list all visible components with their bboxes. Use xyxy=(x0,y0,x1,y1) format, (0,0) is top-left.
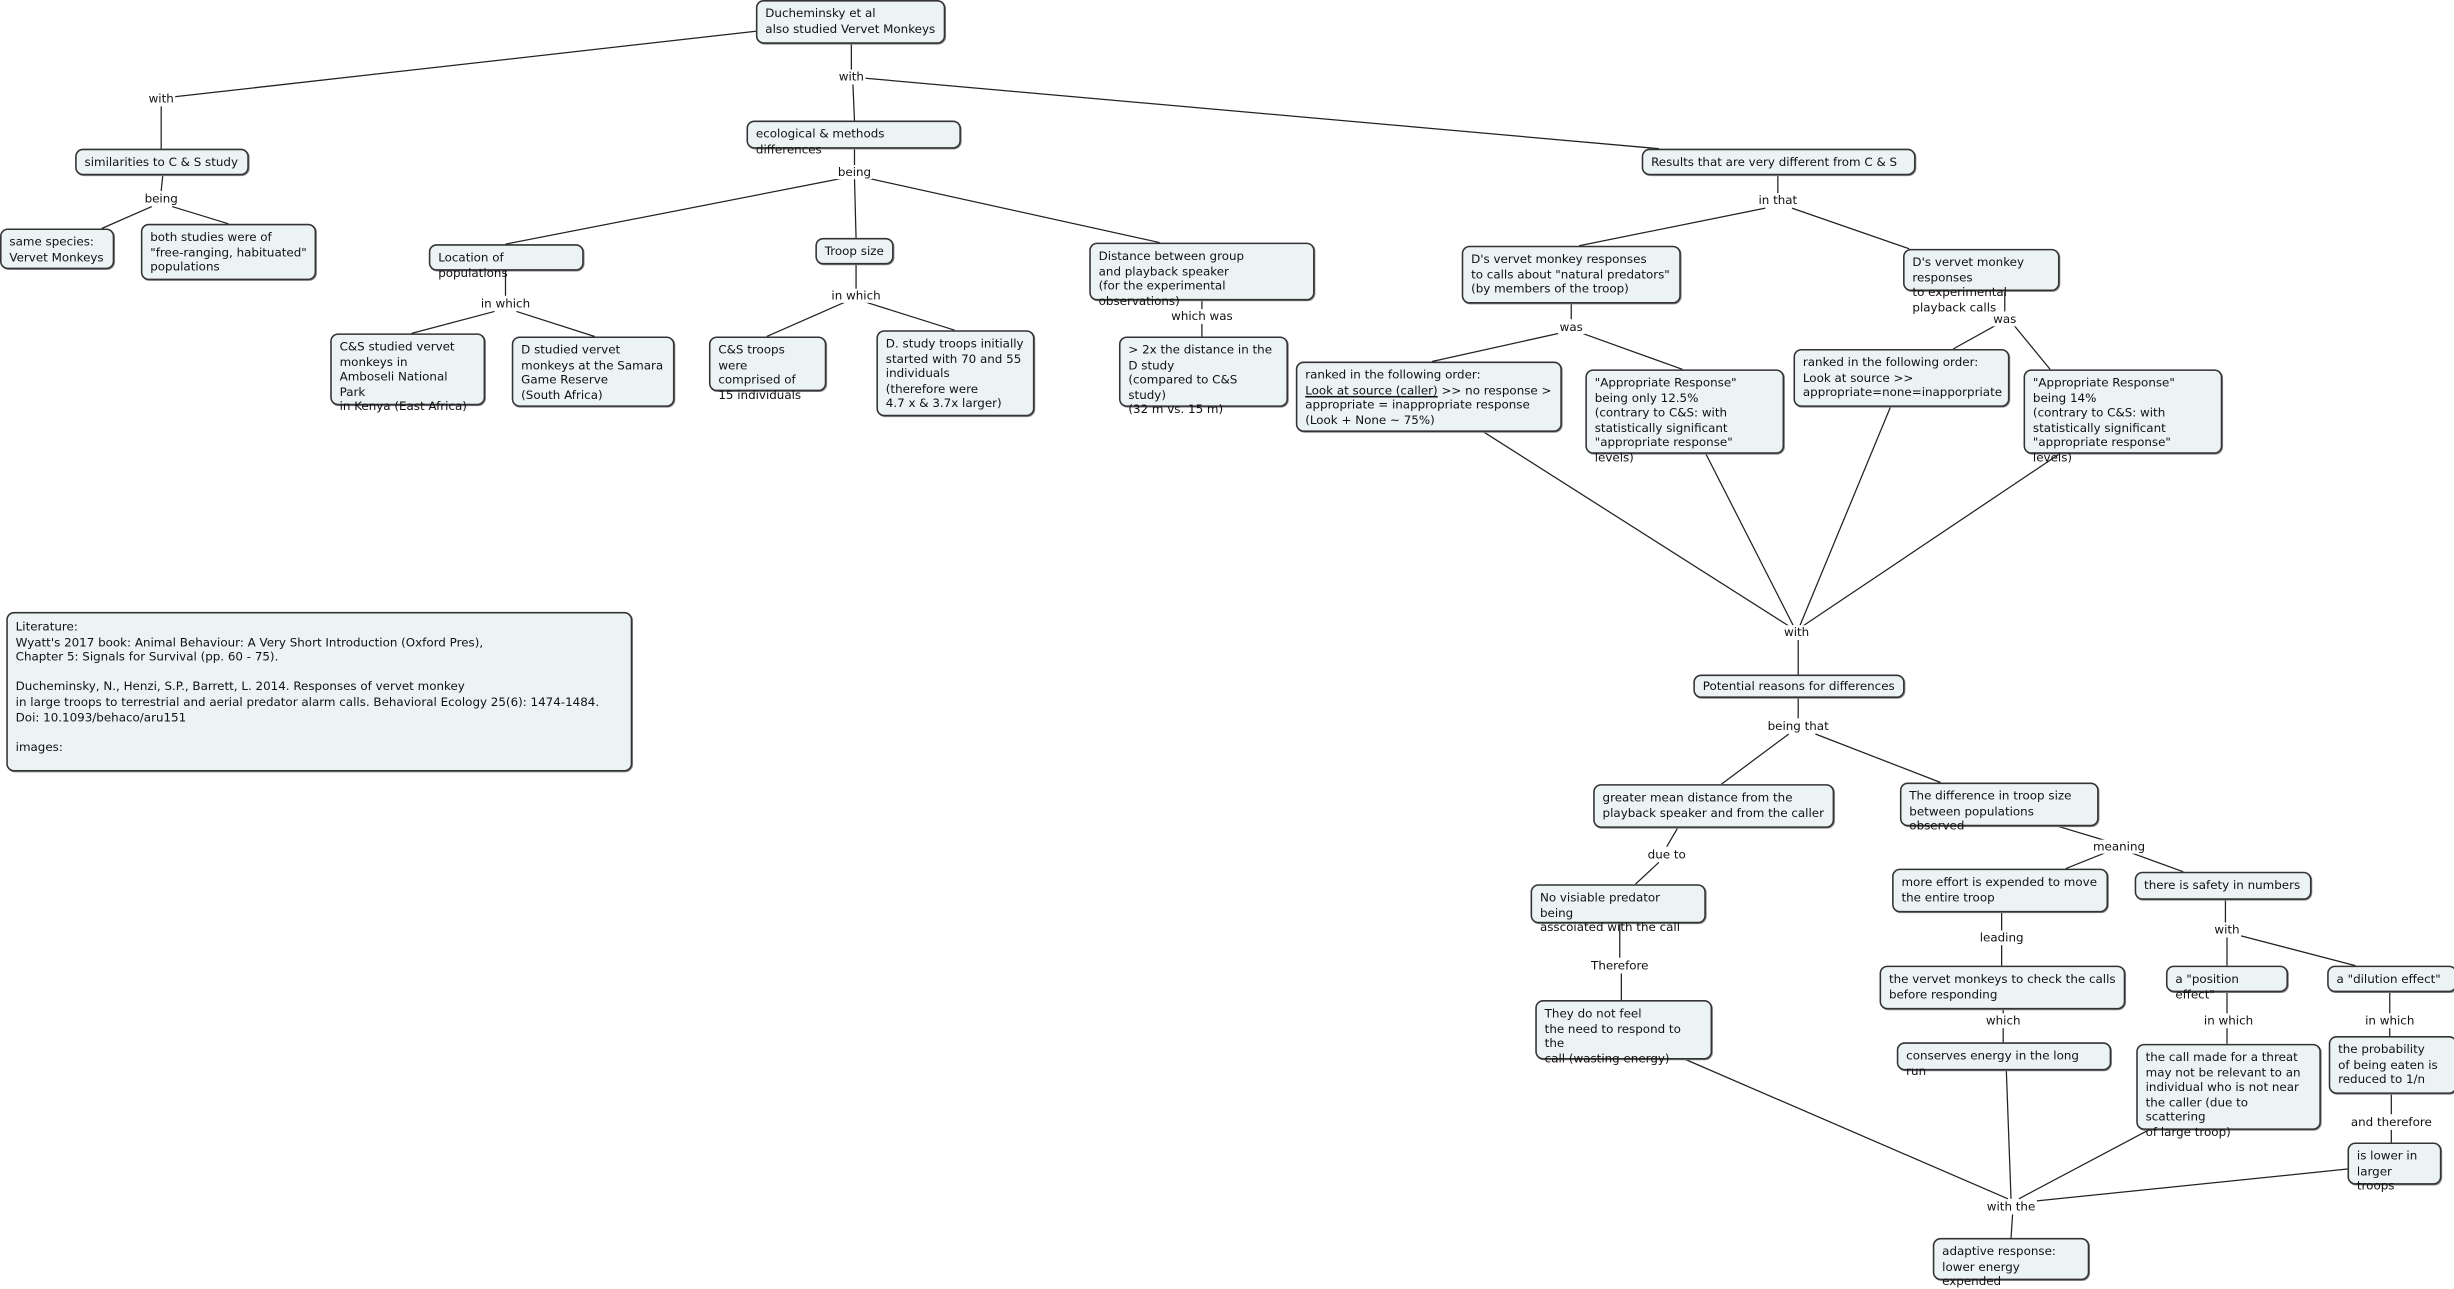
link-label: being that xyxy=(1766,719,1831,734)
node-no-need[interactable]: They do not feel the need to respond to … xyxy=(1535,1000,1713,1065)
node-cs-troops[interactable]: C&S troops were comprised of 15 individu… xyxy=(708,336,827,402)
node-safety[interactable]: there is safety in numbers xyxy=(2134,871,2312,900)
link-label: in which xyxy=(2202,1013,2255,1028)
link-label: and therefore xyxy=(2349,1115,2434,1130)
node-adaptive[interactable]: adaptive response: lower energy expended xyxy=(1932,1237,2090,1288)
ranked-rest: >> no response > appropriate = inappropr… xyxy=(1305,382,1552,427)
node-same-species[interactable]: same species: Vervet Monkeys xyxy=(0,228,115,270)
link-label: with xyxy=(837,69,866,84)
node-d-natural[interactable]: D's vervet monkey responses to calls abo… xyxy=(1461,245,1681,304)
link-label: was xyxy=(1558,320,1585,335)
node-both-studies[interactable]: both studies were of "free-ranging, habi… xyxy=(140,223,317,281)
link-label: meaning xyxy=(2091,839,2147,854)
link-label: with xyxy=(2212,922,2242,937)
node-similarities[interactable]: similarities to C & S study xyxy=(75,148,249,176)
node-d-playback[interactable]: D's vervet monkey responses to experimen… xyxy=(1903,248,2060,314)
link-label: in which xyxy=(2363,1013,2416,1028)
node-location[interactable]: Location of populations xyxy=(428,244,584,279)
node-check-calls[interactable]: the vervet monkeys to check the calls be… xyxy=(1879,965,2126,1010)
node-greater-distance[interactable]: greater mean distance from the playback … xyxy=(1593,784,1835,828)
node-distance[interactable]: Distance between group and playback spea… xyxy=(1089,242,1315,308)
node-eco-differences[interactable]: ecological & methods differences xyxy=(746,120,961,156)
node-ranked-playback[interactable]: ranked in the following order: Look at s… xyxy=(1793,348,2010,407)
node-more-effort[interactable]: more effort is expended to move the enti… xyxy=(1892,868,2109,913)
link-label: due to xyxy=(1646,847,1688,862)
link-label: with xyxy=(147,91,176,106)
node-ranked-natural[interactable]: ranked in the following order: Look at s… xyxy=(1295,361,1562,432)
node-call-made[interactable]: the call made for a threat may not be re… xyxy=(2136,1043,2321,1139)
link-label: was xyxy=(1991,312,2018,327)
link-label: which was xyxy=(1169,309,1235,324)
node-root[interactable]: Ducheminsky et al also studied Vervet Mo… xyxy=(755,0,946,44)
node-potential[interactable]: Potential reasons for differences xyxy=(1693,674,1905,698)
ranked-line1: ranked in the following order: xyxy=(1305,367,1481,382)
node-d-studied[interactable]: D studied vervet monkeys at the Samara G… xyxy=(511,336,675,407)
link-label: in which xyxy=(479,296,532,311)
node-d-troops[interactable]: D. study troops initially started with 7… xyxy=(876,330,1035,417)
link-label: with xyxy=(1782,625,1811,640)
node-troop-difference[interactable]: The difference in troop size between pop… xyxy=(1899,782,2099,833)
link-label: being xyxy=(836,165,873,180)
node-dilution-effect[interactable]: a "dilution effect" xyxy=(2327,965,2454,993)
node-position-effect[interactable]: a "position effect" xyxy=(2165,965,2289,1001)
literature-box[interactable]: Literature: Wyatt's 2017 book: Animal Be… xyxy=(6,611,633,772)
node-lower[interactable]: is lower in larger troops xyxy=(2347,1142,2442,1193)
node-conserves[interactable]: conserves energy in the long run xyxy=(1896,1042,2112,1078)
ranked-underlined: Look at source (caller) xyxy=(1305,382,1438,397)
link-label: Therefore xyxy=(1589,958,1651,973)
node-twice-distance[interactable]: > 2x the distance in the D study (compar… xyxy=(1118,336,1288,417)
link-label: being xyxy=(143,191,180,206)
node-cs-studied[interactable]: C&S studied vervet monkeys in Amboseli N… xyxy=(330,333,486,414)
node-approp-natural[interactable]: "Appropriate Response" being only 12.5% … xyxy=(1585,369,1785,465)
link-label: in that xyxy=(1756,193,1799,208)
link-label: which xyxy=(1984,1013,2023,1028)
node-approp-playback[interactable]: "Appropriate Response" being 14% (contra… xyxy=(2023,369,2223,465)
link-label: in which xyxy=(829,288,883,303)
node-results[interactable]: Results that are very different from C &… xyxy=(1641,148,1916,176)
node-no-predator[interactable]: No visiable predator being asscoiated wi… xyxy=(1530,884,1706,935)
node-probability[interactable]: the probability of being eaten is reduce… xyxy=(2328,1036,2454,1094)
link-label: leading xyxy=(1978,930,2026,945)
node-troop-size[interactable]: Troop size xyxy=(815,237,894,265)
link-label: with the xyxy=(1985,1199,2037,1214)
